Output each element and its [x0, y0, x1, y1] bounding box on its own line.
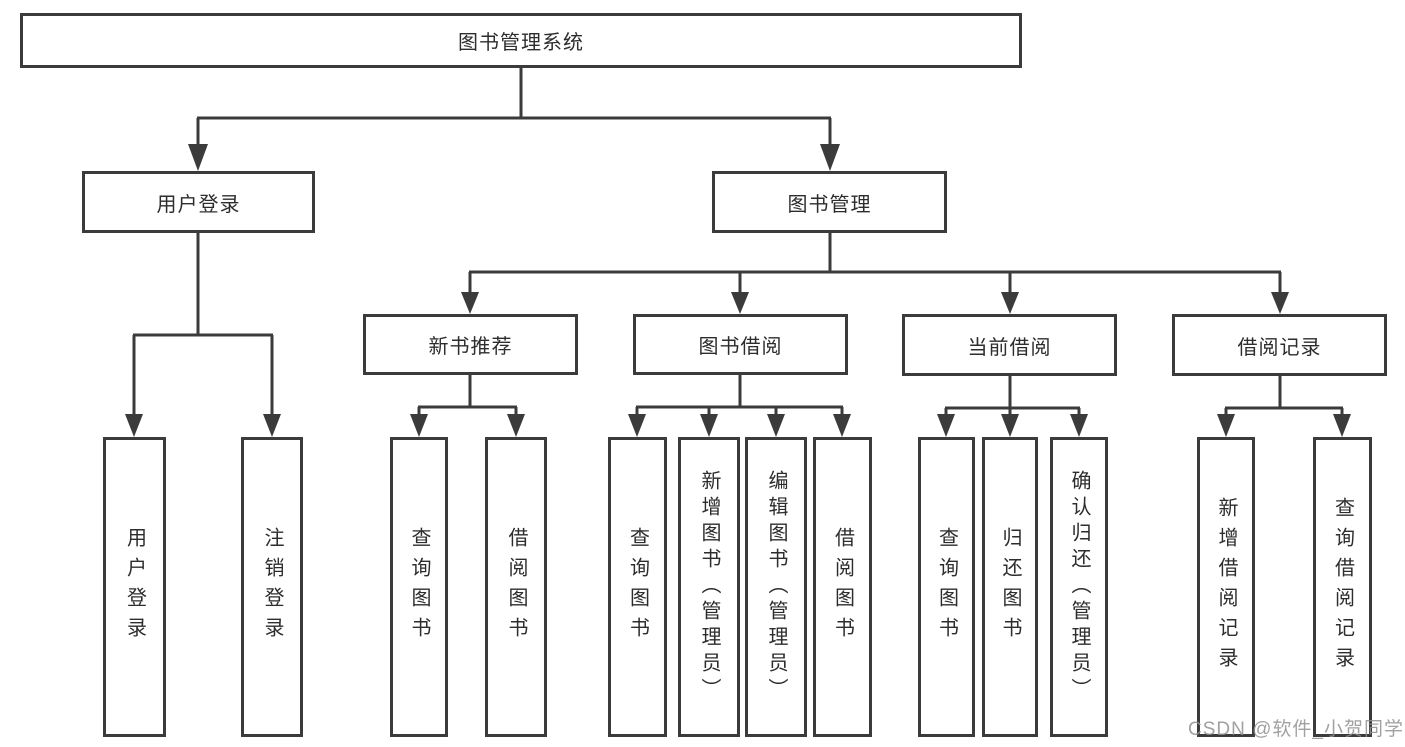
- node-borrow-records-label: 借阅记录: [1237, 336, 1322, 359]
- leaf-records-add-label: 新增借阅记录: [1215, 497, 1237, 677]
- leaf-borrow-query: 查询图书: [608, 437, 667, 737]
- leaf-user-login-label: 用户登录: [123, 527, 146, 647]
- arrowhead-icons: [125, 144, 1351, 437]
- node-borrow-records: 借阅记录: [1172, 314, 1387, 376]
- node-book-borrow: 图书借阅: [633, 314, 848, 375]
- leaf-logout-label: 注销登录: [261, 527, 283, 647]
- leaf-borrow-add-admin-label: 新增图书（管理员）: [698, 470, 720, 704]
- node-book-management: 图书管理: [712, 171, 947, 233]
- node-new-book-recommend: 新书推荐: [363, 314, 578, 375]
- node-book-management-label: 图书管理: [787, 193, 872, 216]
- node-root-system: 图书管理系统: [20, 13, 1022, 68]
- node-user-login-label: 用户登录: [156, 193, 241, 216]
- node-book-borrow-label: 图书借阅: [698, 336, 783, 358]
- leaf-borrow-book: 借阅图书: [813, 437, 872, 737]
- leaf-current-return-label: 归还图书: [999, 527, 1021, 647]
- leaf-newbooks-borrow: 借阅图书: [485, 437, 547, 737]
- leaf-newbooks-query: 查询图书: [390, 437, 448, 737]
- node-root-label: 图书管理系统: [458, 32, 584, 54]
- leaf-records-query-label: 查询借阅记录: [1331, 497, 1354, 677]
- csdn-watermark: CSDN @软件_小贺同学: [1188, 719, 1404, 740]
- leaf-borrow-edit-admin-label: 编辑图书（管理员）: [765, 470, 787, 704]
- leaf-current-confirm-admin-label: 确认归还（管理员）: [1068, 470, 1090, 704]
- leaf-newbooks-borrow-label: 借阅图书: [505, 527, 527, 647]
- leaf-user-login: 用户登录: [103, 437, 166, 737]
- node-current-borrow: 当前借阅: [902, 314, 1117, 376]
- node-new-book-recommend-label: 新书推荐: [428, 336, 513, 358]
- leaf-current-return: 归还图书: [982, 437, 1038, 737]
- leaf-borrow-edit-admin: 编辑图书（管理员）: [745, 437, 807, 737]
- leaf-records-query: 查询借阅记录: [1313, 437, 1372, 737]
- leaf-current-confirm-admin: 确认归还（管理员）: [1050, 437, 1108, 737]
- leaf-borrow-query-label: 查询图书: [626, 527, 649, 647]
- node-user-login: 用户登录: [82, 171, 315, 233]
- leaf-borrow-book-label: 借阅图书: [831, 527, 854, 647]
- leaf-logout: 注销登录: [241, 437, 303, 737]
- leaf-newbooks-query-label: 查询图书: [408, 527, 430, 647]
- node-current-borrow-label: 当前借阅: [967, 336, 1052, 359]
- leaf-records-add: 新增借阅记录: [1197, 437, 1255, 737]
- leaf-borrow-add-admin: 新增图书（管理员）: [678, 437, 740, 737]
- leaf-current-query: 查询图书: [918, 437, 975, 737]
- leaf-current-query-label: 查询图书: [935, 527, 958, 647]
